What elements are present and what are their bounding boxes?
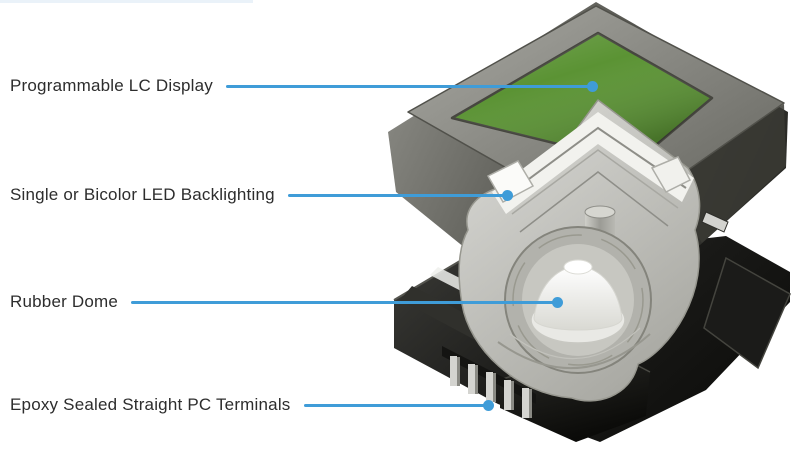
cap-latch-slot <box>701 211 729 233</box>
callout-pc-terminals: Epoxy Sealed Straight PC Terminals <box>10 394 494 416</box>
leader-line <box>131 300 554 304</box>
leader-dot <box>502 189 513 201</box>
callout-led-backlighting: Single or Bicolor LED Backlighting <box>10 184 513 206</box>
callout-label: Single or Bicolor LED Backlighting <box>10 185 275 204</box>
leader-dot <box>587 80 598 92</box>
callout-label: Programmable LC Display <box>10 76 214 95</box>
callout-label: Rubber Dome <box>10 292 119 311</box>
callout-rubber-dome: Rubber Dome <box>10 291 563 313</box>
rubber-dome <box>530 259 626 344</box>
led-backlight-area <box>486 156 692 204</box>
callout-lc-display: Programmable LC Display <box>10 75 598 97</box>
leader-dot <box>552 296 563 308</box>
leader-line <box>287 193 504 197</box>
leader-line <box>303 403 485 407</box>
leader-dot <box>483 399 494 411</box>
callout-label: Epoxy Sealed Straight PC Terminals <box>10 395 291 414</box>
leader-line <box>226 84 589 88</box>
top-edge-tint-strip <box>0 0 253 3</box>
cutaway-cross-section <box>458 99 701 402</box>
pc-terminals <box>442 346 536 418</box>
